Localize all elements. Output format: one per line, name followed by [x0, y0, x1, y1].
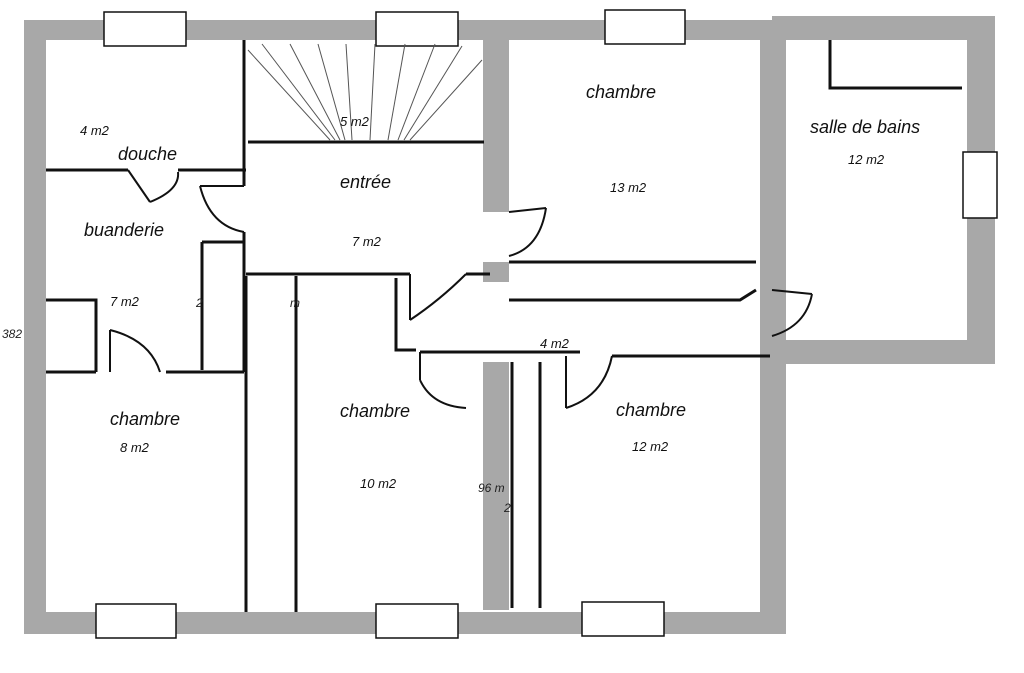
entree-name: entrée	[340, 172, 391, 192]
fragment-closet-2: 2	[195, 296, 203, 310]
stairs-area: 5 m2	[340, 114, 370, 129]
chambre-ne-wardrobe	[509, 260, 757, 302]
chambre-sw-area: 8 m2	[120, 440, 150, 455]
window-bottom-1	[95, 603, 177, 639]
room-labels: 4 m2 douche 5 m2 entrée 7 m2 chambre 13 …	[80, 82, 920, 491]
salle-de-bains-area: 12 m2	[848, 152, 885, 167]
window-right	[962, 151, 998, 219]
fragment-left-edge: 382	[2, 327, 22, 341]
door-chambre-s	[419, 352, 467, 409]
closet-column-2	[510, 362, 542, 608]
window-top-2	[375, 11, 459, 47]
fragment-wall-2: 2	[503, 501, 511, 515]
chambre-ne-name: chambre	[586, 82, 656, 102]
staircase	[247, 43, 483, 144]
interior-partitions	[46, 40, 962, 612]
chambre-se-area: 12 m2	[632, 439, 669, 454]
entree-area: 7 m2	[352, 234, 382, 249]
door-salle-de-bains	[771, 289, 813, 337]
dimension-fragments: 382 2 m 96 m 2	[2, 296, 511, 515]
chambre-ne-area: 13 m2	[610, 180, 647, 195]
closet-column	[244, 276, 298, 612]
douche-name: douche	[118, 144, 177, 164]
window-bottom-3	[581, 601, 665, 637]
chambre-se-name: chambre	[616, 400, 686, 420]
door-chambre-se	[565, 355, 613, 409]
door-douche	[127, 169, 180, 203]
stair-side-wall	[483, 40, 509, 212]
door-closet	[109, 329, 161, 373]
fragment-wall-96m: 96 m	[478, 481, 505, 495]
corridor-line	[420, 350, 770, 358]
window-top-3	[604, 9, 686, 45]
salle-de-bains-name: salle de bains	[810, 117, 920, 137]
buanderie-area: 7 m2	[110, 294, 140, 309]
closet-wall	[200, 240, 244, 370]
buanderie-name: buanderie	[84, 220, 164, 240]
chambre-s-area: 10 m2	[360, 476, 397, 491]
bedroom-divider-wall	[483, 362, 509, 610]
hall-corner	[394, 278, 416, 352]
couloir-area: 4 m2	[540, 336, 570, 351]
wall-stub	[483, 262, 509, 282]
windows	[95, 9, 998, 639]
douche-area: 4 m2	[80, 123, 110, 138]
window-bottom-2	[375, 603, 459, 639]
small-closet	[46, 298, 98, 372]
door-chambre-ne	[508, 207, 547, 257]
bath-fixture	[828, 40, 962, 90]
chambre-sw-name: chambre	[110, 409, 180, 429]
fragment-closet-m: m	[290, 296, 300, 310]
door-buanderie	[199, 185, 245, 233]
exterior-walls	[24, 16, 995, 634]
window-top-1	[103, 11, 187, 47]
doors	[109, 169, 813, 409]
chambre-s-name: chambre	[340, 401, 410, 421]
door-entree	[409, 273, 467, 321]
main-exterior-wall	[24, 20, 786, 634]
bathroom-exterior-wall	[772, 16, 995, 364]
